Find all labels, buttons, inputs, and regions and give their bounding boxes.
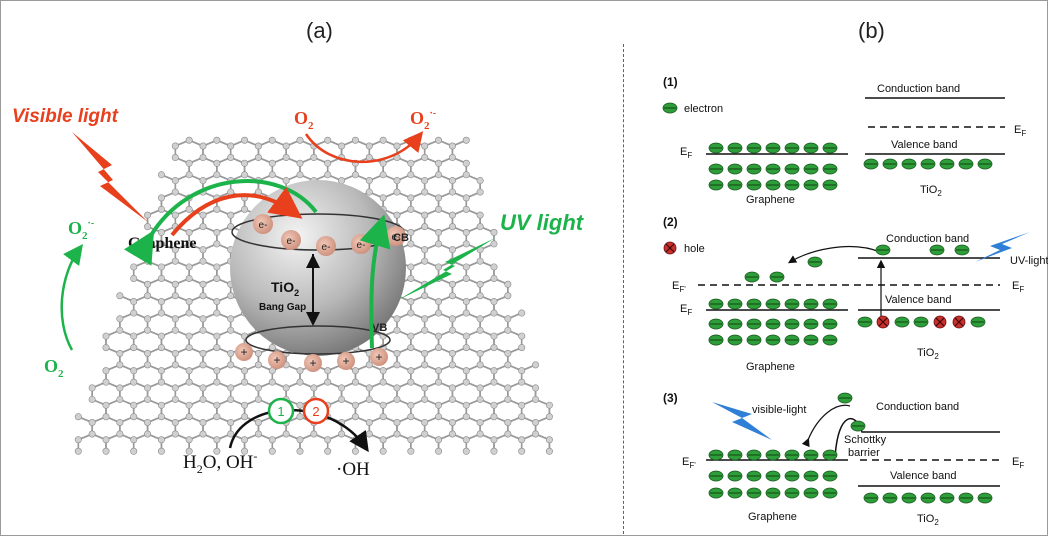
hole-sign: + [375,350,382,364]
s3-ef-prime-label: EF' [682,456,696,470]
cb-electron-dot [316,236,336,256]
s1-ef-left-label: EF [680,146,692,160]
hole-sign: + [240,345,247,359]
band-hole-cross [878,317,888,327]
s3-ef-right-label: EF [1012,456,1024,470]
s2-transfer-arrow [787,246,881,264]
red-electron-transfer-arrow [170,186,303,237]
electron-sign: e- [287,236,296,247]
s3-conduction-label: Conduction band [876,401,959,413]
vb-hole-dot [337,352,355,370]
vb-hole-dot [370,348,388,366]
panel-b-label: (b) [858,18,885,43]
electron-sign: e- [322,242,331,253]
s1-ef-right-label: EF [1014,124,1026,138]
uv-light-label-b: UV-light [1010,255,1048,267]
s2-graphene-label: Graphene [746,361,795,373]
graphene-label: Graphene [128,235,196,252]
electron-sign: e- [392,232,401,243]
section-3-number: (3) [663,391,678,405]
water-label: H2O, OH- [183,449,257,476]
s3-schottky-band [834,417,1000,459]
cb-electron-dot [253,214,273,234]
cb-label: CB [393,232,409,244]
s2-ef-prime-label: EF' [672,280,686,294]
band-gap-label: Bang Gap [259,302,306,313]
schottky-label-2: barrier [848,447,880,459]
vb-holes [235,343,388,372]
s2-valence-label: Valence band [885,294,951,306]
s1-valence-label: Valence band [891,139,957,151]
hole-sign: + [273,353,280,367]
panel-divider [623,44,624,534]
o2-top-label: O2 [294,108,314,132]
o2-radical-top-label: O2·- [410,108,436,132]
band-hole-cross [935,317,945,327]
vb-hole-dot [304,354,322,372]
s3-graphene-label: Graphene [748,511,797,523]
uv-lightning-icon [975,232,1030,262]
section-1-number: (1) [663,75,678,89]
electron-sign: e- [259,220,268,231]
band-hole-cross [954,317,964,327]
visible-lightning-icon [712,402,772,440]
band-holes [876,315,966,329]
uv-light-label: UV light [500,210,585,235]
visible-light-label: Visible light [12,106,119,127]
s1-tio2-label: TiO2 [920,184,942,198]
s2-ef-right-label: EF [1012,280,1024,294]
uv-excitation-arrow [359,214,391,349]
uv-light-lightning-icon [398,238,495,300]
s1-graphene-label: Graphene [746,194,795,206]
circle-1-label: 1 [277,404,284,419]
s3-valence-label: Valence band [890,470,956,482]
hole-legend-label: hole [684,243,705,255]
o2-reduction-arrow-red [304,131,424,164]
circle-2-icon [302,397,330,425]
s2-ef-left-label: EF [680,303,692,317]
s3-tio2-label: TiO2 [917,513,939,527]
sphere-charge-labels: e-e-e-e-e- + + + + + [240,220,400,370]
section-2-number: (2) [663,215,678,229]
o2-radical-left-label: O2·- [68,218,94,242]
s3-transfer-arrow [801,404,851,448]
s1-conduction-label: Conduction band [877,83,960,95]
o2-left-label: O2 [44,356,64,380]
band-electrons [708,142,993,504]
visible-light-lightning-icon [72,132,148,222]
vb-label: VB [372,322,387,334]
electron-sign: e- [357,240,366,251]
vb-hole-dot [235,343,253,361]
s2-tio2-label: TiO2 [917,347,939,361]
schottky-label-1: Schottky [844,434,887,446]
panel-a-label: (a) [306,18,333,43]
oh-radical-label: ·OH [336,459,370,480]
tio2-label: TiO2 [271,279,299,298]
hole-sign: + [342,354,349,368]
circle-1-icon [267,397,295,425]
cb-electron-dot [281,230,301,250]
hole-sign: + [309,356,316,370]
circle-2-label: 2 [312,404,319,419]
s2-conduction-label: Conduction band [886,233,969,245]
visible-light-label-b: visible-light [752,404,806,416]
cb-electron-dot [386,226,406,246]
electron-legend-label: electron [684,103,723,115]
vb-hole-dot [268,351,286,369]
o2-reduction-arrow-green [60,243,83,351]
